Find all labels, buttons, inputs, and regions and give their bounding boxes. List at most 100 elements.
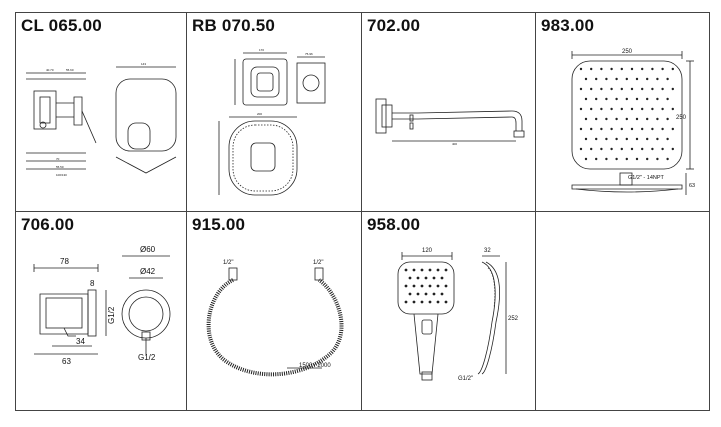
box-drawing: 170 75-96 200 — [218, 48, 326, 196]
spray-hole — [584, 77, 588, 81]
spray-hole — [420, 268, 424, 272]
spray-hole — [630, 147, 634, 151]
spray-hole — [651, 107, 654, 111]
spray-hole — [625, 137, 628, 141]
spray-hole — [646, 97, 649, 101]
spray-hole — [600, 107, 603, 111]
spray-hole — [584, 97, 588, 101]
dim-plate: 8 — [90, 279, 95, 288]
spray-hole — [625, 157, 628, 161]
spray-hole — [412, 300, 416, 304]
spray-hole — [630, 107, 634, 111]
cell-empty — [536, 212, 710, 411]
spray-hole — [610, 67, 613, 71]
spray-hole — [641, 107, 644, 111]
svg-text:75-96: 75-96 — [305, 52, 313, 56]
spray-hole — [671, 127, 674, 131]
shower-hose-drawing: 1/2" 1/2" 1500 / 2000 — [206, 260, 344, 377]
spray-hole — [595, 137, 598, 141]
spray-hole — [641, 147, 644, 151]
dim-height: 250 — [676, 115, 687, 121]
spray-hole — [646, 157, 649, 161]
spray-hole — [635, 77, 639, 81]
spray-hole — [579, 87, 583, 91]
spray-hole — [656, 117, 659, 121]
spray-hole — [420, 300, 424, 304]
rain-shower-drawing: 250 250 G1/2" - 14NPT 63 — [571, 49, 695, 195]
spray-hole — [615, 157, 618, 161]
spray-hole — [656, 77, 659, 81]
spray-hole — [651, 147, 654, 151]
spray-hole — [404, 300, 408, 304]
spray-hole — [600, 87, 603, 91]
spray-hole — [620, 67, 623, 71]
spray-hole — [412, 268, 416, 272]
spray-hole — [661, 67, 664, 71]
svg-text:40.70: 40.70 — [46, 68, 54, 72]
svg-text:55.60: 55.60 — [66, 68, 74, 72]
spray-hole — [630, 87, 634, 91]
cell-958: 958.00 120 32 252 G1/2" — [362, 212, 536, 411]
spray-hole — [661, 87, 664, 91]
spray-hole — [584, 137, 588, 141]
spray-hole — [408, 276, 412, 280]
spray-hole — [615, 97, 618, 101]
spray-hole — [635, 97, 639, 101]
dim-total: 63 — [62, 357, 71, 366]
spray-hole — [630, 127, 634, 131]
spray-hole — [440, 292, 444, 296]
spray-hole — [424, 276, 428, 280]
product-code: 915.00 — [192, 215, 246, 234]
spray-hole — [656, 137, 659, 141]
dim-thread-left: 1/2" — [223, 260, 233, 266]
spray-hole — [404, 284, 408, 288]
spray-hole — [651, 127, 654, 131]
spray-hole — [600, 67, 603, 71]
svg-text:200: 200 — [257, 112, 262, 116]
cell-915: 915.00 1/2" 1/2" 1500 / 2000 — [187, 212, 362, 411]
spray-hole — [595, 77, 598, 81]
spray-hole — [416, 276, 420, 280]
spray-hole — [610, 87, 613, 91]
spray-hole — [610, 107, 613, 111]
spray-hole — [404, 268, 408, 272]
hand-shower-drawing: 120 32 252 G1/2" — [397, 248, 519, 382]
svg-text:170: 170 — [259, 48, 264, 52]
svg-text:143: 143 — [141, 62, 146, 66]
spray-hole — [656, 97, 659, 101]
dim-length: 78 — [60, 257, 69, 266]
spray-hole — [412, 284, 416, 288]
spray-hole — [641, 127, 644, 131]
spray-hole — [625, 97, 628, 101]
spray-hole — [666, 157, 669, 161]
product-code: CL 065.00 — [21, 16, 102, 35]
spray-hole — [595, 157, 598, 161]
product-code: RB 070.50 — [192, 16, 276, 35]
dim-length: 252 — [508, 316, 519, 322]
spray-hole — [656, 157, 659, 161]
spray-hole — [590, 67, 593, 71]
shower-arm-drawing: 400 — [375, 98, 525, 146]
spray-hole — [625, 77, 628, 81]
spray-hole — [590, 107, 593, 111]
spray-hole — [595, 97, 598, 101]
spray-hole — [671, 107, 674, 111]
spray-hole — [646, 137, 649, 141]
spray-hole — [605, 137, 608, 141]
spray-hole — [661, 107, 664, 111]
spray-hole — [600, 147, 603, 151]
svg-text:70: 70 — [56, 157, 60, 161]
cell-rb-070: RB 070.50 170 — [187, 12, 362, 212]
spray-hole — [440, 276, 444, 280]
dim-thread-front: G1/2 — [138, 353, 156, 362]
spray-hole — [615, 117, 618, 121]
spray-hole — [620, 107, 623, 111]
spray-hole — [666, 137, 669, 141]
spray-hole — [630, 67, 634, 71]
dim-thread-side: G1/2 — [107, 306, 116, 324]
spray-hole — [635, 157, 639, 161]
spray-hole — [671, 87, 674, 91]
spray-hole — [620, 127, 623, 131]
spray-hole — [666, 77, 669, 81]
